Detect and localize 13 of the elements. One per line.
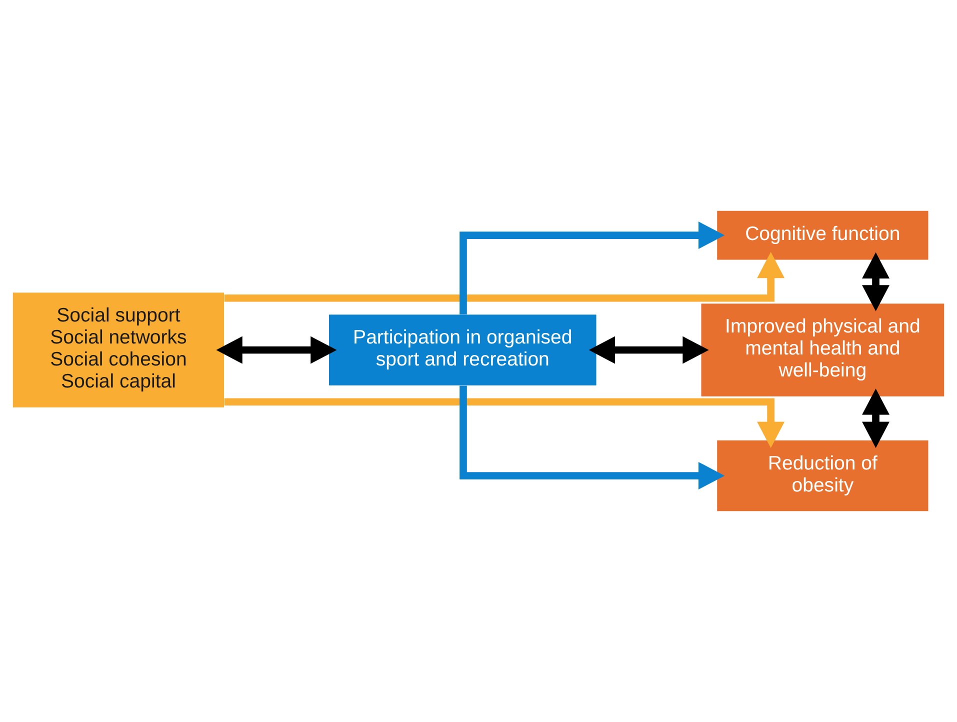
arrow: [588, 336, 709, 364]
arrow: [216, 336, 337, 364]
arrow: [862, 388, 890, 448]
arrow: [862, 252, 890, 312]
arrow: [460, 386, 725, 490]
node-box: Participation in organised sport and recreation: [329, 314, 596, 386]
node-box: Social support Social networks Social cohesion Social capital: [12, 292, 224, 408]
node-box: Cognitive function: [717, 210, 928, 260]
arrow: [224, 398, 785, 448]
arrow: [224, 252, 785, 302]
node-box: Reduction of obesity: [717, 440, 928, 512]
arrow: [460, 222, 725, 314]
node-box: Improved physical and mental health and well-being: [701, 304, 944, 396]
